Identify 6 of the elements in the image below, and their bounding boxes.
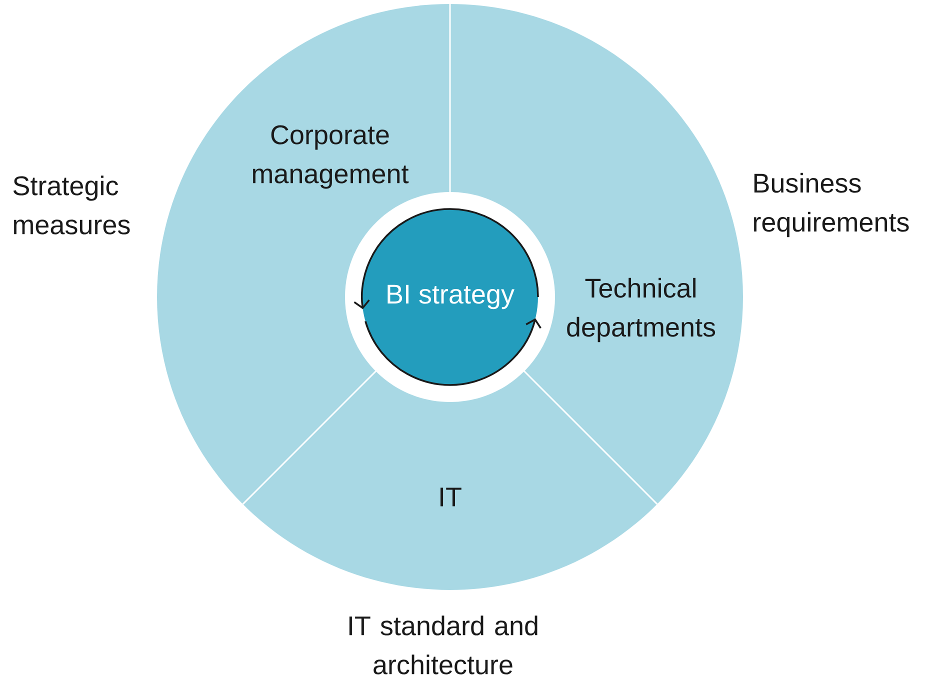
outer-label: Strategic measures xyxy=(13,176,130,234)
outer-label: IT standard and architecture xyxy=(349,616,538,674)
sector-label: Corporate management xyxy=(253,125,409,189)
sector-label: Technical departments xyxy=(567,278,716,342)
sector-label: IT xyxy=(440,488,462,506)
outer-label: Business requirements xyxy=(754,172,909,238)
